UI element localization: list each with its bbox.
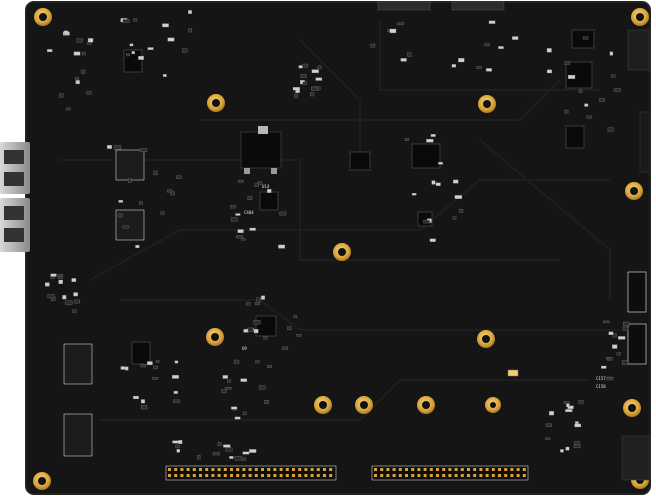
top-connectors [377, 1, 505, 11]
silk-label: U9 [242, 346, 247, 351]
silk-label: U14 [262, 184, 270, 189]
chip [565, 125, 585, 149]
led [507, 369, 519, 377]
soic-chip [349, 151, 371, 171]
qfn-chip [255, 315, 277, 337]
trace-layer [60, 20, 620, 421]
chips [123, 29, 595, 365]
side-connectors [0, 142, 30, 252]
silk-label: C157 [596, 376, 606, 381]
regulator-chip [240, 131, 282, 169]
chip [571, 29, 595, 49]
pin-header [165, 465, 337, 481]
right-connectors [621, 29, 651, 481]
qfn-chip [259, 191, 279, 211]
usb-connector [0, 142, 30, 194]
pin-header [371, 465, 529, 481]
soic-chip [131, 341, 151, 365]
silk-label: C158 [596, 384, 606, 389]
silk-label: C404 [244, 210, 254, 215]
magnetics [63, 149, 145, 457]
smd-components [44, 10, 630, 461]
card-slots [627, 271, 647, 365]
qfn-chip [411, 143, 441, 169]
